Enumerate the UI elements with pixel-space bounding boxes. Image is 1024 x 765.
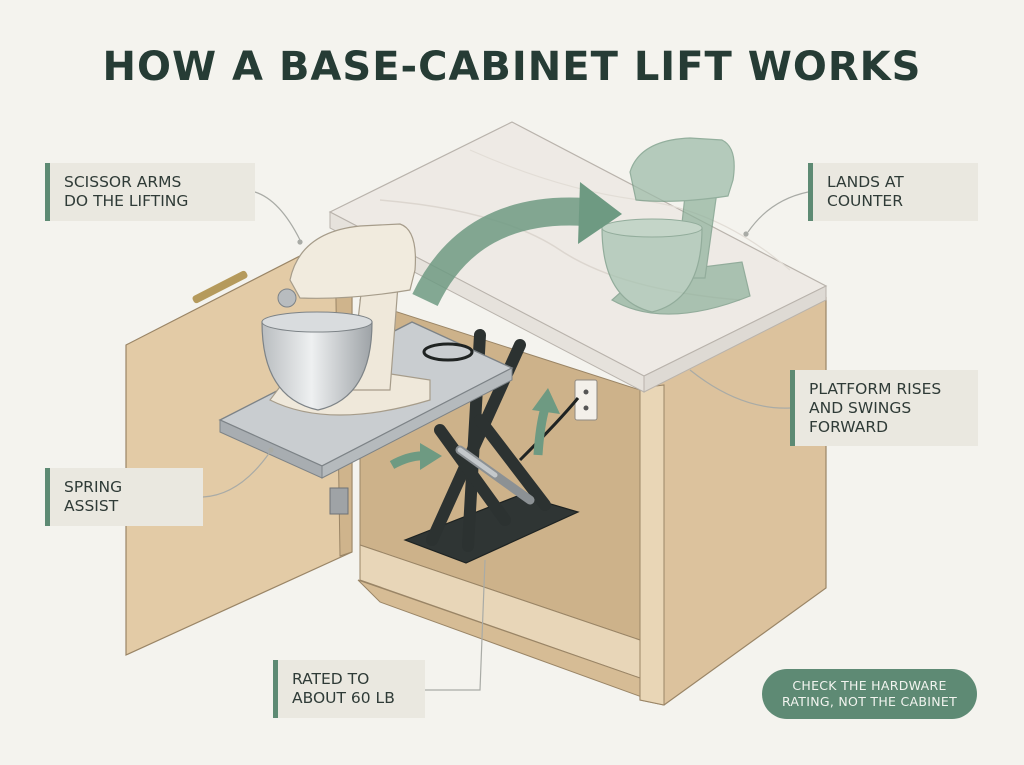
tip-line: CHECK THE HARDWARE [792,678,947,693]
lift-base-plate [403,494,580,564]
lift-arrow [412,197,586,307]
callout-lands-at-counter: LANDS AT COUNTER [808,163,978,221]
callout-line: COUNTER [827,192,903,210]
callout-line: LANDS AT [827,173,904,191]
hardware-rating-tip: CHECK THE HARDWARE RATING, NOT THE CABIN… [762,669,977,719]
tip-line: RATING, NOT THE CABINET [781,694,958,709]
door-hinge [329,487,349,515]
callout-line: ABOUT 60 LB [292,689,395,707]
cabinet-front-edge [639,384,665,706]
page-title: HOW A BASE-CABINET LIFT WORKS [102,44,922,90]
leader-lines [202,191,809,691]
callout-line: PLATFORM RISES [809,380,942,398]
callout-line: ASSIST [64,497,119,515]
wall-outlet [574,379,598,421]
callout-rated-to: RATED TO ABOUT 60 LB [273,660,425,718]
callout-line: AND SWINGS [809,399,912,417]
mixer-on-counter [601,137,751,315]
callout-line: RATED TO [292,670,370,688]
callout-spring-assist: SPRING ASSIST [45,468,203,526]
callout-platform-rises: PLATFORM RISES AND SWINGS FORWARD [790,370,978,446]
callout-line: DO THE LIFTING [64,192,189,210]
callout-line: SCISSOR ARMS [64,173,182,191]
power-cord [422,342,474,362]
callout-line: FORWARD [809,418,889,436]
callout-line: SPRING [64,478,123,496]
stand-mixer [261,223,431,416]
callout-scissor-arms: SCISSOR ARMS DO THE LIFTING [45,163,255,221]
door-handle [192,270,248,304]
lift-arrowhead [578,182,622,244]
